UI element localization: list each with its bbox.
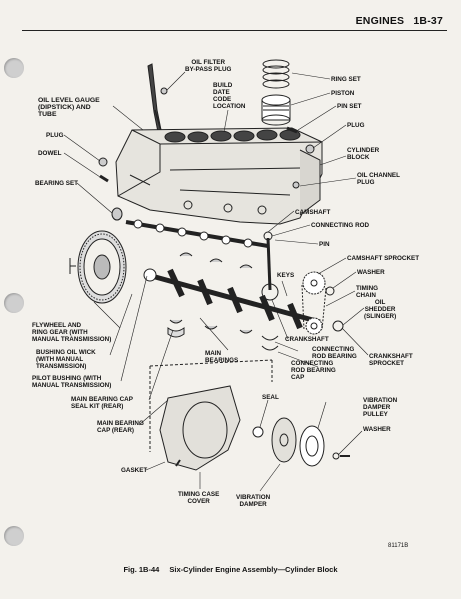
label-washer-bottom: WASHER (363, 426, 391, 433)
piston-rings-illustration (262, 59, 290, 89)
piston-illustration (261, 94, 291, 126)
label-pin: PIN (319, 241, 330, 248)
bearing-set-illustration (111, 207, 123, 221)
bypass-plug-illustration (160, 87, 168, 95)
label-piston: PISTON (331, 90, 355, 97)
timing-chain-illustration (301, 284, 327, 331)
label-plug-left: PLUG (46, 132, 64, 139)
label-cylinder-block: CYLINDER BLOCK (347, 147, 380, 161)
header-section: ENGINES (355, 15, 405, 27)
binder-hole-top (4, 58, 24, 78)
seal-illustration (252, 426, 264, 438)
piston-pin-illustration (286, 126, 298, 134)
vibration-damper-illustration (271, 417, 297, 463)
label-dowel: DOWEL (38, 150, 62, 157)
label-main-bearings: MAIN BEARINGS (205, 350, 239, 364)
figure-title: Six-Cylinder Engine Assembly—Cylinder Bl… (169, 565, 338, 574)
washer-bottom-illustration (332, 452, 340, 460)
connecting-rod-illustration (261, 231, 279, 301)
dowel-illustration (99, 174, 109, 183)
label-flywheel: FLYWHEEL AND RING GEAR (WITH MANUAL TRAN… (32, 322, 112, 343)
crankshaft-illustration (143, 268, 321, 330)
label-camshaft-sprocket: CAMSHAFT SPROCKET (347, 255, 420, 262)
camshaft-sprocket-illustration (302, 271, 326, 295)
label-oil-channel-plug: OIL CHANNEL PLUG (357, 172, 400, 186)
label-pin-set: PIN SET (337, 103, 362, 110)
figure-code: 81171B (388, 543, 409, 549)
header-page-number: 1B-37 (413, 15, 443, 27)
label-timing-chain: TIMING CHAIN (356, 285, 379, 299)
crankshaft-sprocket-illustration (305, 317, 323, 335)
flywheel-illustration (69, 230, 127, 304)
binder-hole-middle (4, 293, 24, 313)
label-connecting-rod: CONNECTING ROD (311, 222, 370, 229)
label-crankshaft: CRANKSHAFT (285, 336, 329, 343)
label-connecting-rod-bearing-cap: CONNECTING ROD BEARING CAP (291, 360, 336, 381)
damper-pulley-illustration (299, 425, 325, 467)
oil-channel-plug-illustration (292, 181, 300, 189)
label-main-bearing-cap: MAIN BEARING CAP (REAR) (97, 420, 144, 434)
header-rule (22, 30, 447, 31)
label-connecting-rod-bearing: CONNECTING ROD BEARING (312, 346, 357, 360)
label-plug-right: PLUG (347, 122, 365, 129)
label-oil-shedder: OIL SHEDDER (SLINGER) (364, 299, 397, 320)
label-timing-case-cover: TIMING CASE COVER (178, 491, 220, 505)
label-camshaft: CAMSHAFT (295, 209, 331, 216)
label-pilot-bushing: PILOT BUSHING (WITH MANUAL TRANSMISSION) (32, 375, 112, 389)
label-main-bearing-cap-seal-kit: MAIN BEARING CAP SEAL KIT (REAR) (71, 396, 133, 410)
rod-bearing-caps-illustration (167, 327, 279, 351)
label-oil-filter-bypass-plug: OIL FILTER BY-PASS PLUG (185, 59, 232, 73)
oil-shedder-illustration (332, 320, 344, 332)
washer-top-illustration (325, 286, 335, 296)
label-bushing-oil-wick: BUSHING OIL WICK (WITH MANUAL TRANSMISSI… (36, 349, 96, 370)
figure-number: Fig. 1B-44 (123, 565, 160, 574)
label-gasket: GASKET (121, 467, 148, 474)
page-header: ENGINES 1B-37 (356, 15, 443, 27)
label-oil-level-gauge: OIL LEVEL GAUGE (DIPSTICK) AND TUBE (38, 97, 100, 118)
label-vibration-damper: VIBRATION DAMPER (236, 494, 271, 508)
plug-left-illustration (98, 157, 108, 167)
figure-caption: Fig. 1B-44 Six-Cylinder Engine Assembly—… (0, 565, 461, 574)
label-vibration-damper-pulley: VIBRATION DAMPER PULLEY (363, 397, 398, 418)
label-bearing-set: BEARING SET (35, 180, 79, 187)
label-crankshaft-sprocket: CRANKSHAFT SPROCKET (369, 353, 413, 367)
plug-right-illustration (305, 144, 315, 154)
label-build-date-code-location: BUILD DATE CODE LOCATION (213, 82, 246, 110)
binder-hole-bottom (4, 526, 24, 546)
label-keys: KEYS (277, 272, 295, 279)
label-ring-set: RING SET (331, 76, 361, 83)
camshaft-illustration (125, 219, 269, 248)
cylinder-block-illustration (115, 127, 323, 225)
timing-case-cover-illustration (159, 385, 241, 471)
label-seal: SEAL (262, 394, 279, 401)
label-washer-top: WASHER (357, 269, 385, 276)
